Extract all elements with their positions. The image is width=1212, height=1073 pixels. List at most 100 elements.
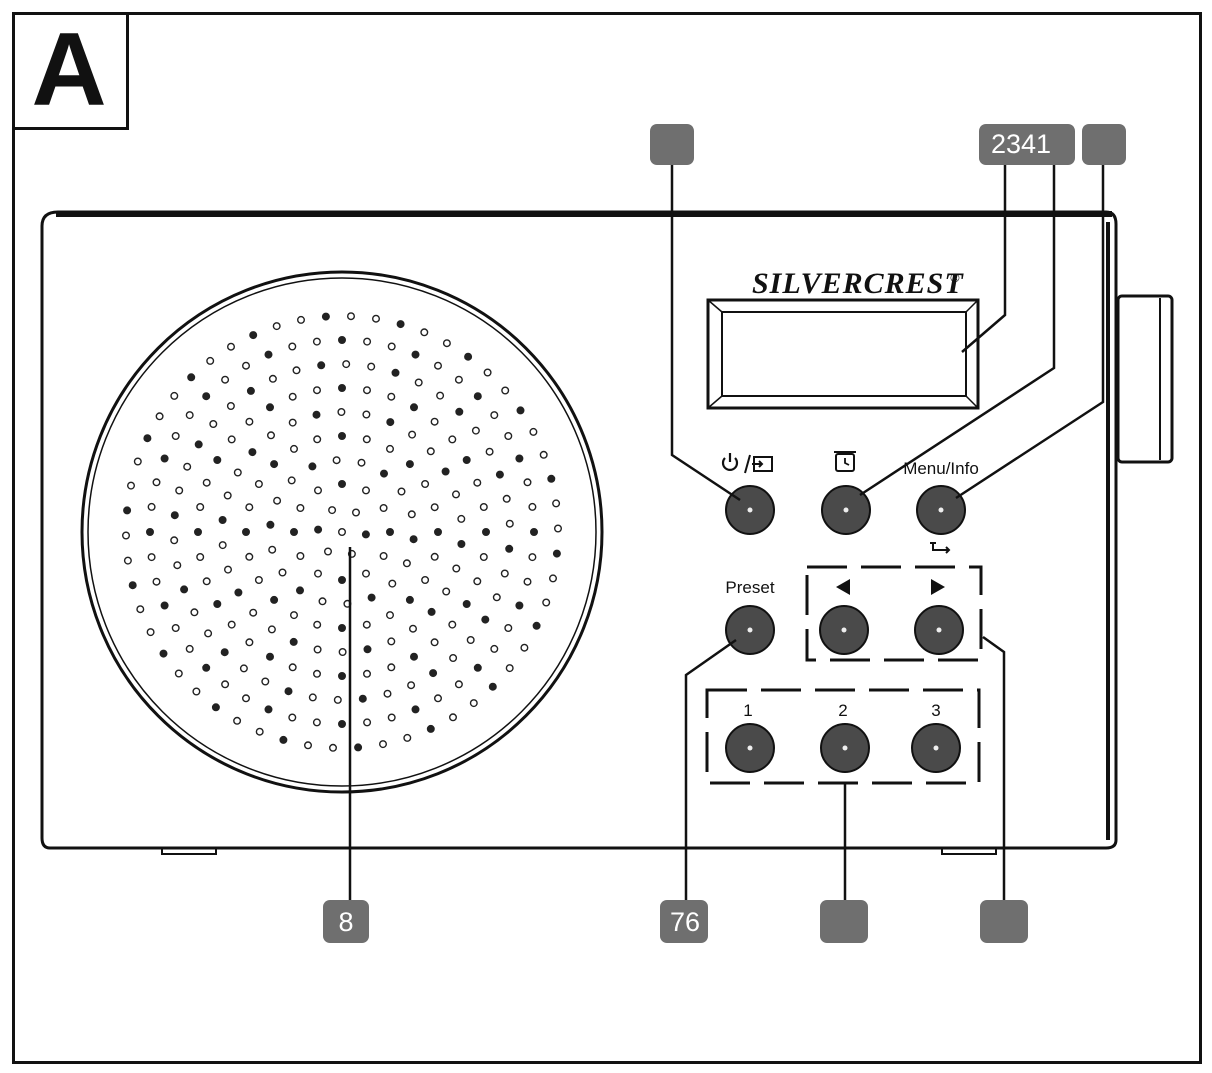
speaker-hole [434,694,443,703]
speaker-hole [523,478,532,487]
speaker-hole [312,718,321,727]
preset-button[interactable] [725,605,775,655]
speaker-hole [314,486,323,495]
speaker-hole [312,337,321,346]
preset-2-button[interactable] [820,723,870,773]
speaker-hole [338,624,347,633]
speaker-hole [183,462,192,471]
speaker-hole [314,569,323,578]
speaker-hole [245,552,254,561]
speaker-hole [469,699,478,708]
nav-left-button[interactable] [819,605,869,655]
speaker-hole [218,516,227,525]
speaker-hole [278,568,287,577]
speaker-hole [202,663,211,672]
callout-bottom-1: 8 [323,900,369,943]
speaker-hole [362,620,371,629]
speaker-hole [297,315,306,324]
speaker-hole [123,506,132,515]
speaker-hole [549,574,558,583]
speaker-hole [462,600,471,609]
speaker-hole [171,432,180,441]
speaker-hole [449,654,458,663]
speaker-hole [211,703,220,712]
speaker-hole [372,314,381,323]
preset-3-button[interactable] [911,723,961,773]
speaker-hole [324,547,333,556]
speaker-hole [170,536,179,545]
speaker-hole [347,549,356,558]
speaker-hole [246,386,255,395]
menu-info-button[interactable] [916,485,966,535]
speaker-hole [457,514,466,523]
speaker-hole [430,417,439,426]
figure-letter: A [31,11,107,128]
speaker-hole [313,669,322,678]
speaker-hole [202,478,211,487]
speaker-hole [387,392,396,401]
speaker-hole [457,540,466,549]
speaker-hole [160,601,169,610]
speaker-hole [221,375,230,384]
speaker-hole [449,713,458,722]
speaker-hole [552,549,561,558]
speaker-hole [485,447,494,456]
speaker-hole [136,605,145,614]
speaker-hole [227,435,236,444]
speaker-hole [532,621,541,630]
speaker-hole [338,432,347,441]
nav-right-button[interactable] [914,605,964,655]
speaker-hole [492,593,501,602]
speaker-hole [185,644,194,653]
power-source-button[interactable] [725,485,775,535]
speaker-hole [338,648,347,657]
speaker-hole [245,503,254,512]
speaker-hole [441,467,450,476]
callout-bottom-3 [820,900,868,943]
speaker-hole [233,716,242,725]
preset-button-group [705,688,981,785]
speaker-hole [361,530,370,539]
speaker-hole [287,476,296,485]
speaker-hole [473,663,482,672]
speaker-hole [296,504,305,513]
speaker-hole [386,528,395,537]
preset-1-button[interactable] [725,723,775,773]
speaker-hole [284,687,293,696]
speaker-hole [226,402,235,411]
speaker-hole [261,677,270,686]
speaker-hole [255,727,264,736]
speaker-hole [227,620,236,629]
speaker-hole [387,663,396,672]
speaker-hole [159,649,168,658]
speaker-hole [267,625,276,634]
speaker-hole [367,362,376,371]
speaker-hole [272,322,281,331]
speaker-hole [290,444,299,453]
speaker-hole [363,718,372,727]
speaker-hole [410,403,419,412]
speaker-hole [471,426,480,435]
speaker-hole [520,643,529,652]
speaker-hole [530,528,539,537]
speaker-hole [241,361,250,370]
speaker-hole [146,628,155,637]
callout-bottom-4 [980,900,1028,943]
speaker-hole [516,406,525,415]
alarm-button[interactable] [821,485,871,535]
svg-text:76: 76 [670,907,700,937]
speaker-hole [363,337,372,346]
speaker-hole [314,525,323,534]
speaker-hole [213,600,222,609]
speaker-hole [386,418,395,427]
speaker-hole [363,645,372,654]
speaker-hole [152,577,161,586]
speaker-hole [410,652,419,661]
speaker-hole [187,373,196,382]
speaker-hole [442,587,451,596]
speaker-hole [358,694,367,703]
speaker-hole [288,392,297,401]
speaker-hole [362,435,371,444]
speaker-hole [481,615,490,624]
speaker-hole [209,420,218,429]
